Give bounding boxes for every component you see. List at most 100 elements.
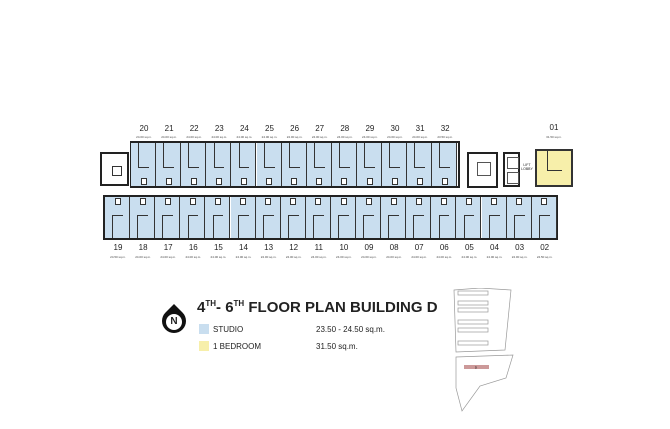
title-rest: FLOOR PLAN BUILDING D [244, 299, 438, 316]
unit-03 [506, 197, 532, 238]
unit-10 [330, 197, 356, 238]
unit-number-26: 26 [290, 124, 300, 133]
legend-area-studio: 23.50 - 24.50 sq.m. [316, 325, 385, 334]
unit-number-01: 01 [549, 123, 559, 132]
lift-lobby-label: LIFT LOBBY [521, 163, 533, 171]
unit-area-30: 24.00 sq.m. [387, 135, 403, 139]
unit-area-14: 24.00 sq.m. [235, 255, 252, 259]
unit-08 [381, 197, 407, 238]
unit-area-24: 24.00 sq.m. [236, 135, 253, 139]
site-key-plan: D [453, 288, 514, 412]
unit-29 [356, 143, 382, 186]
unit-area-10: 24.00 sq.m. [336, 255, 352, 259]
title-from-sup: TH [205, 299, 217, 308]
unit-11 [305, 197, 331, 238]
unit-number-28: 28 [340, 124, 350, 133]
unit-number-27: 27 [315, 124, 325, 133]
unit-number-03: 03 [515, 243, 525, 252]
unit-number-10: 10 [339, 243, 349, 252]
unit-number-24: 24 [239, 124, 249, 133]
legend-swatch-studio [199, 324, 209, 334]
unit-number-16: 16 [188, 243, 198, 252]
unit-area-05: 24.00 sq.m. [461, 255, 478, 259]
unit-32 [432, 143, 458, 186]
site-label: D [475, 366, 478, 370]
unit-number-14: 14 [239, 243, 248, 252]
unit-14 [230, 197, 256, 238]
unit-07 [406, 197, 432, 238]
unit-area-19: 24.50 sq.m. [110, 255, 126, 259]
unit-02 [531, 197, 557, 238]
unit-21 [156, 143, 182, 186]
legend-swatch-1-bedroom [199, 341, 209, 351]
unit-area-18: 24.00 sq.m. [135, 255, 151, 259]
unit-area-28: 24.00 sq.m. [336, 135, 353, 139]
unit-number-29: 29 [365, 124, 375, 133]
unit-area-11: 24.00 sq.m. [310, 255, 327, 259]
unit-19 [105, 197, 131, 238]
building-d-marker [464, 365, 489, 369]
unit-number-11: 11 [314, 243, 323, 252]
unit-area-09: 24.00 sq.m. [361, 255, 377, 259]
unit-area-01: 31.50 sq.m. [546, 135, 562, 139]
unit-area-22: 24.00 sq.m. [186, 135, 203, 139]
unit-number-17: 17 [163, 243, 173, 252]
unit-16 [180, 197, 206, 238]
unit-area-20: 24.00 sq.m. [136, 135, 152, 139]
unit-area-21: 24.00 sq.m. [161, 135, 177, 139]
unit-09 [356, 197, 382, 238]
unit-12 [280, 197, 306, 238]
north-label: N [166, 314, 182, 330]
unit-area-08: 24.00 sq.m. [386, 255, 402, 259]
unit-24 [231, 143, 257, 186]
title-from: 4 [197, 299, 206, 316]
unit-27 [306, 143, 332, 186]
unit-23 [206, 143, 232, 186]
right-stair [467, 152, 498, 188]
unit-number-12: 12 [289, 243, 299, 252]
left-stair [100, 152, 129, 186]
unit-25 [256, 143, 282, 186]
unit-area-07: 24.00 sq.m. [411, 255, 428, 259]
unit-number-07: 07 [414, 243, 424, 252]
unit-number-22: 22 [189, 124, 199, 133]
unit-number-32: 32 [440, 124, 450, 133]
unit-number-19: 19 [113, 243, 123, 252]
title-to: 6 [225, 299, 234, 316]
unit-number-30: 30 [390, 124, 400, 133]
unit-01 [535, 149, 573, 187]
legend-label-1-bedroom: 1 BEDROOM [213, 342, 262, 351]
unit-area-25: 24.00 sq.m. [261, 135, 278, 139]
unit-number-15: 15 [213, 243, 223, 252]
unit-18 [130, 197, 156, 238]
unit-area-06: 24.00 sq.m. [436, 255, 453, 259]
unit-22 [181, 143, 207, 186]
unit-05 [456, 197, 482, 238]
unit-area-02: 24.50 sq.m. [536, 255, 553, 259]
unit-15 [205, 197, 231, 238]
unit-28 [331, 143, 357, 186]
unit-number-04: 04 [490, 243, 499, 252]
unit-area-29: 24.00 sq.m. [362, 135, 378, 139]
unit-area-15: 24.00 sq.m. [210, 255, 227, 259]
bottom-wing [103, 195, 558, 240]
unit-area-23: 24.00 sq.m. [211, 135, 228, 139]
unit-area-31: 24.00 sq.m. [412, 135, 428, 139]
title-to-sup: TH [233, 299, 245, 308]
unit-number-05: 05 [464, 243, 474, 252]
unit-area-26: 24.00 sq.m. [286, 135, 303, 139]
page-title: 4TH- 6TH FLOOR PLAN BUILDING D [197, 299, 438, 316]
lift-core [503, 152, 520, 187]
unit-31 [407, 143, 433, 186]
unit-area-32: 23.50 sq.m. [437, 135, 454, 139]
unit-number-13: 13 [264, 243, 274, 252]
unit-area-03: 24.00 sq.m. [511, 255, 528, 259]
unit-13 [255, 197, 281, 238]
unit-17 [155, 197, 181, 238]
unit-30 [382, 143, 408, 186]
unit-number-06: 06 [439, 243, 449, 252]
title-sep: - [216, 299, 226, 316]
unit-area-12: 24.00 sq.m. [285, 255, 302, 259]
unit-area-27: 24.00 sq.m. [311, 135, 328, 139]
